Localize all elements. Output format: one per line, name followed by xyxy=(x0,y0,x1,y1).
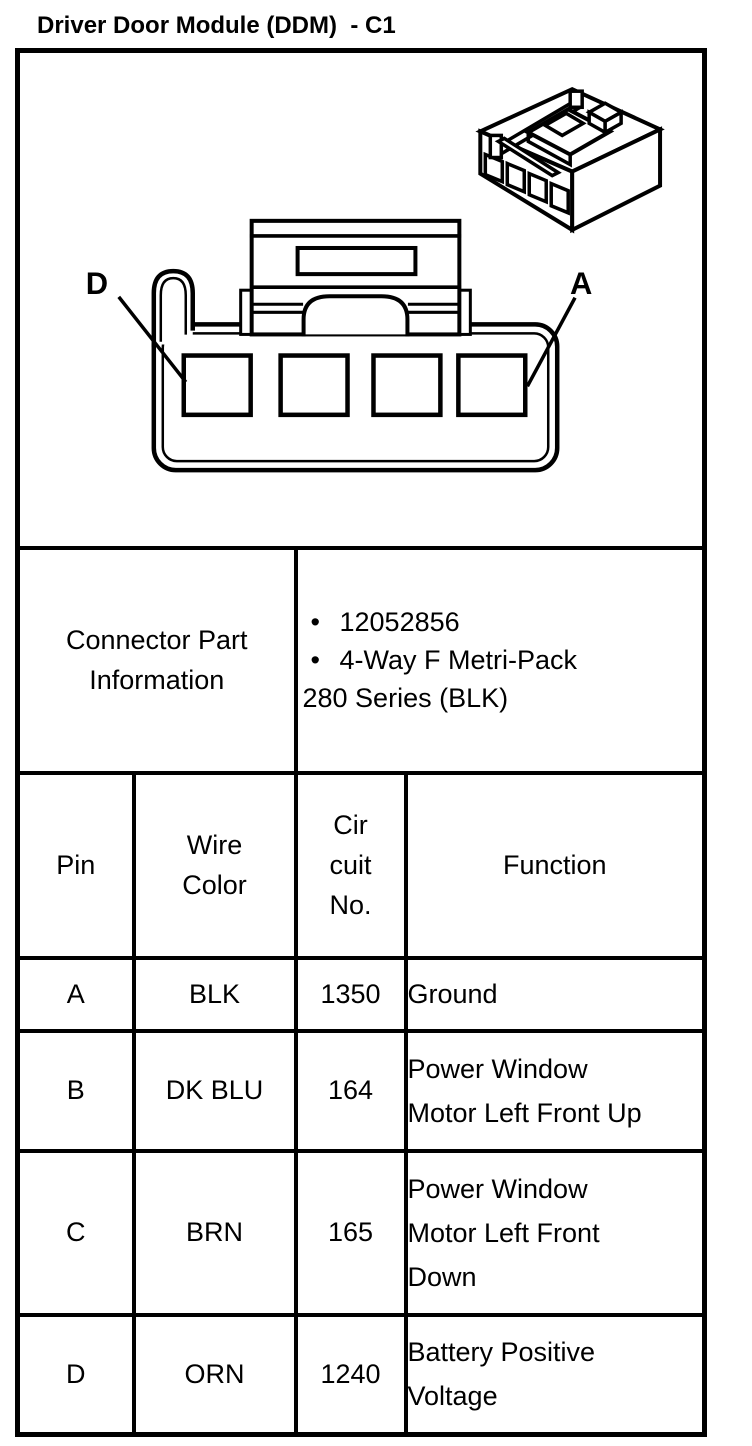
part-info-label: Connector Part Information xyxy=(65,625,248,695)
part-info-bullet-item: • 4-Way F Metri-Pack xyxy=(298,641,703,679)
circuit-no-cell: 1240 xyxy=(293,1312,408,1437)
pin-cell: D xyxy=(15,1312,136,1437)
wire-color-cell: BLK xyxy=(131,955,298,1033)
connector-series: 280 Series (BLK) xyxy=(302,683,509,713)
circuit-no-cell: 164 xyxy=(293,1028,408,1153)
pin-d-label: D xyxy=(86,266,108,301)
iso-pin-opening xyxy=(549,181,570,216)
pin-a-label: A xyxy=(570,266,592,301)
pin-cell: C xyxy=(15,1148,136,1317)
function-cell: Power Window Motor Left Front Down xyxy=(403,1148,707,1317)
pin-cell: A xyxy=(15,955,136,1033)
header-circuit-no: Cir cuit No. xyxy=(293,770,408,960)
pin-cell: B xyxy=(15,1028,136,1153)
table-row-pin-a: A BLK 1350 Ground xyxy=(15,955,707,1033)
iso-pin-opening xyxy=(527,170,548,205)
function-cell: Power Window Motor Left Front Up xyxy=(403,1028,707,1153)
connector-table: D A Connector Part Information • 1205285… xyxy=(15,48,707,1437)
header-function: Function xyxy=(403,770,707,960)
wire-color-cell: DK BLU xyxy=(131,1028,298,1153)
circuit-no-cell: 165 xyxy=(293,1148,408,1317)
pin-opening-b xyxy=(371,353,443,418)
pin-opening-d xyxy=(181,353,253,418)
part-info-bullet-item: • 12052856 xyxy=(298,603,703,641)
header-pin: Pin xyxy=(15,770,136,960)
pin-opening-a xyxy=(456,353,528,418)
pin-a-leader-line xyxy=(525,296,577,388)
circuit-no-cell: 1350 xyxy=(293,955,408,1033)
connector-type: 4-Way F Metri-Pack xyxy=(339,645,578,675)
iso-pin-opening xyxy=(505,160,527,195)
pin-d-leader-line xyxy=(117,295,188,384)
wire-color-cell: BRN xyxy=(131,1148,298,1317)
table-row-pin-c: C BRN 165 Power Window Motor Left Front … xyxy=(15,1148,707,1317)
connector-diagram: D A xyxy=(86,86,665,473)
function-cell: Battery Positive Voltage xyxy=(403,1312,707,1437)
part-info-label-cell: Connector Part Information xyxy=(15,545,298,775)
part-info-details-cell: • 12052856 • 4-Way F Metri-Pack 280 Seri… xyxy=(293,545,707,775)
header-wire-color: Wire Color xyxy=(131,770,298,960)
connector-diagram-cell: D A xyxy=(15,48,707,550)
table-row-pin-d: D ORN 1240 Battery Positive Voltage xyxy=(15,1312,707,1437)
connector-front-view xyxy=(117,218,577,473)
table-row-pin-b: B DK BLU 164 Power Window Motor Left Fro… xyxy=(15,1028,707,1153)
page-title: Driver Door Module (DDM) - C1 xyxy=(37,12,396,39)
pin-opening-c xyxy=(278,353,350,418)
bullet-icon: • xyxy=(310,607,320,637)
function-cell: Ground xyxy=(403,955,707,1033)
part-number: 12052856 xyxy=(339,607,460,637)
bullet-icon: • xyxy=(310,645,320,675)
wire-color-cell: ORN xyxy=(131,1312,298,1437)
connector-iso-view xyxy=(475,86,665,234)
